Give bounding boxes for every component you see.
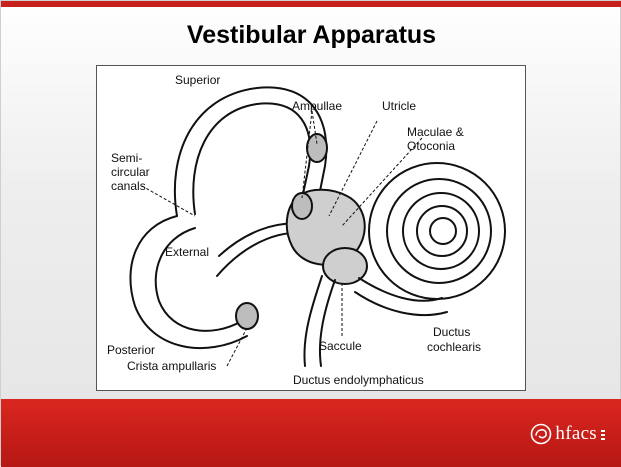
label-semi-1: Semi- (111, 151, 142, 165)
label-ductus-cochlearis-2: cochlearis (427, 340, 481, 354)
label-external: External (165, 245, 209, 259)
endolymphatic-duct-inner (320, 280, 335, 366)
swirl-logo-icon (530, 423, 552, 445)
label-saccule: Saccule (319, 339, 362, 353)
label-utricle: Utricle (382, 99, 416, 113)
label-ductus-cochlearis-1: Ductus (433, 325, 470, 339)
label-semi-3: canals (111, 179, 146, 193)
posterior-canal-inner (156, 228, 242, 331)
vestibular-diagram-svg: Superior Ampullae Utricle Maculae & Otoc… (97, 66, 527, 392)
vestibular-diagram: Superior Ampullae Utricle Maculae & Otoc… (96, 65, 526, 391)
ampulla-1 (307, 134, 327, 162)
superior-canal-inner (193, 103, 310, 214)
hfacs-logo: hfacs (530, 421, 608, 447)
label-maculae-2: Otoconia (407, 139, 455, 153)
ampulla-3 (236, 303, 258, 329)
logo-text: hfacs (555, 423, 597, 445)
footer-bar: hfacs (1, 399, 621, 467)
label-superior: Superior (175, 73, 220, 87)
label-maculae-1: Maculae & (407, 125, 464, 139)
reuniens-duct-inner (355, 292, 447, 315)
logo-dots-icon (600, 427, 608, 441)
cochlea-spiral (369, 163, 505, 299)
label-crista: Crista ampullaris (127, 359, 216, 373)
top-accent-bar (1, 1, 621, 7)
label-semi-2: circular (111, 165, 150, 179)
slide-title: Vestibular Apparatus (1, 21, 621, 50)
label-ductus-endolymphaticus: Ductus endolymphaticus (293, 373, 424, 387)
label-ampullae: Ampullae (292, 99, 342, 113)
label-posterior: Posterior (107, 343, 155, 357)
